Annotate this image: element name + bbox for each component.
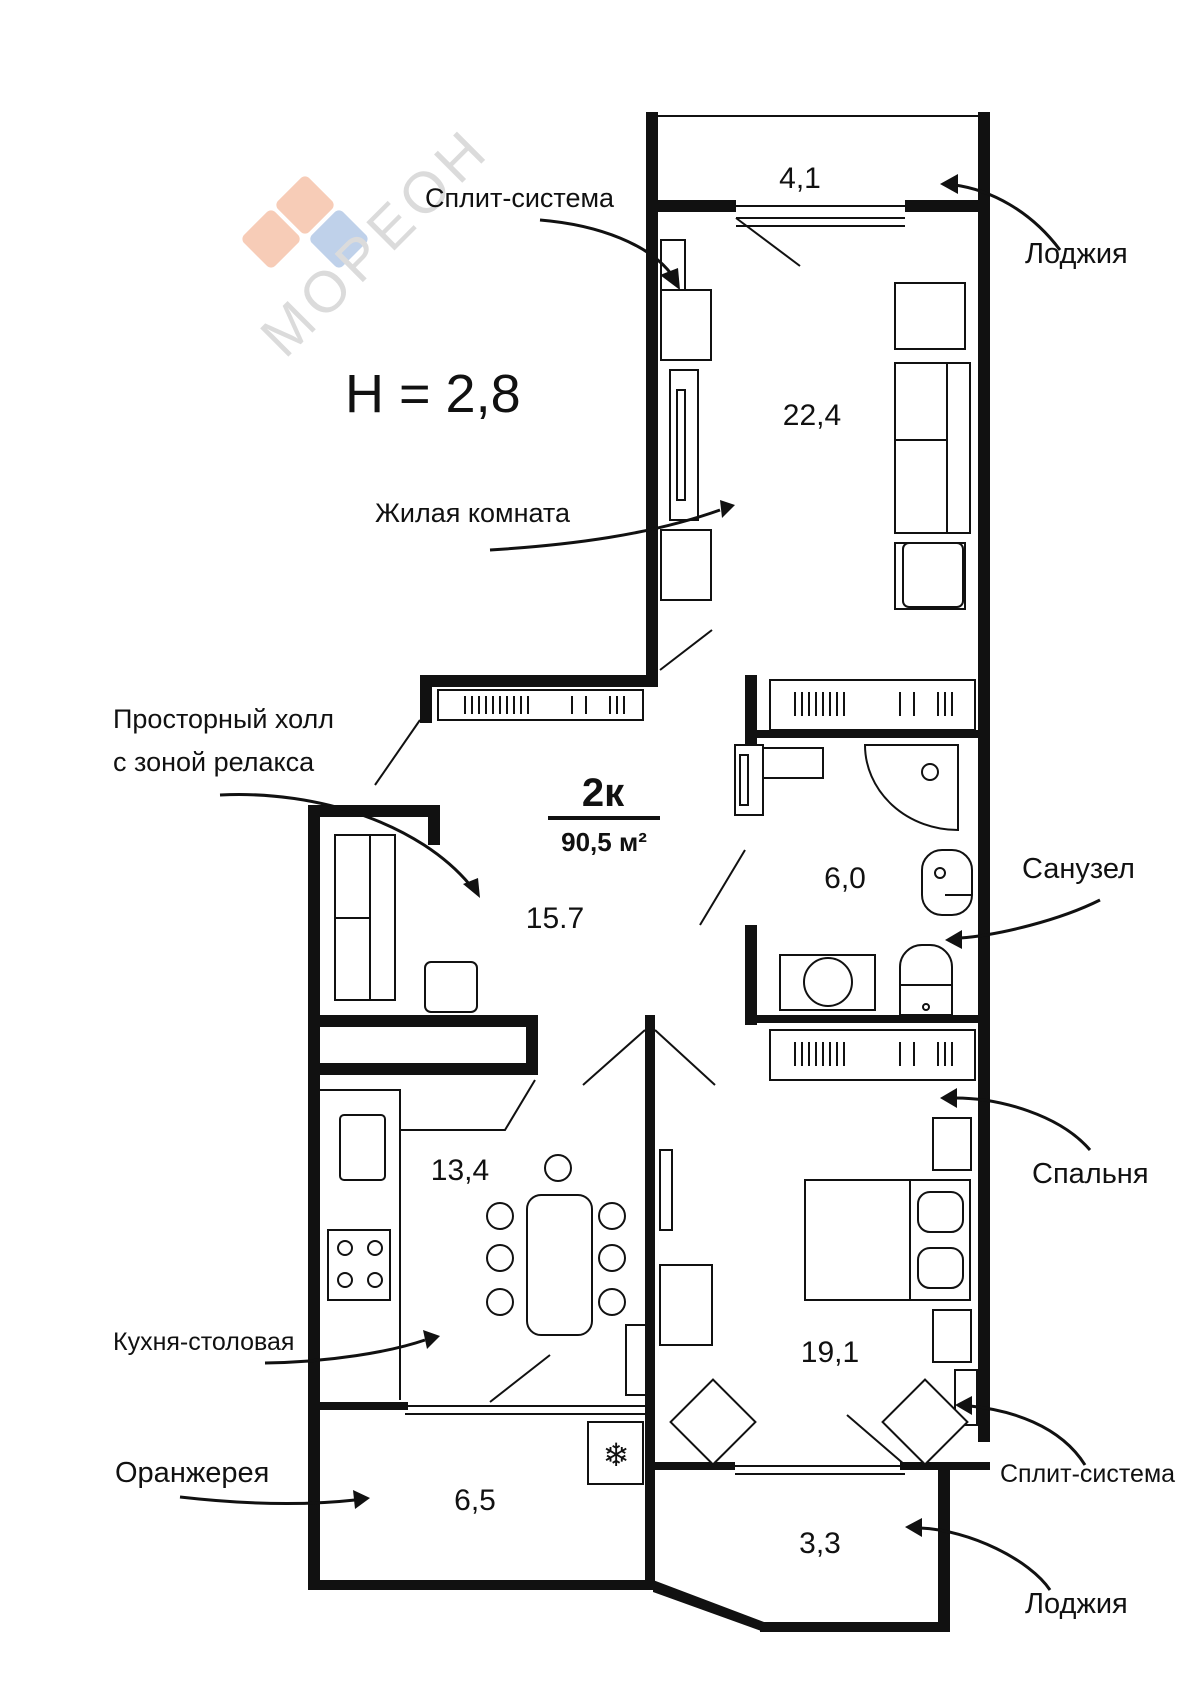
- callout-kitchen: Кухня-столовая: [113, 1328, 294, 1356]
- apartment-area: 90,5 м²: [561, 827, 647, 857]
- hall-furniture: [334, 719, 824, 1086]
- room-area-greenhouse: 6,5: [454, 1484, 496, 1517]
- kitchen-furniture: [320, 1079, 647, 1485]
- room-area-bedroom: 19,1: [801, 1336, 859, 1369]
- watermark: МОРЕОН: [242, 115, 502, 369]
- callout-hall-line2: с зоной релакса: [113, 747, 315, 777]
- callout-hall-line1: Просторный холл: [113, 704, 334, 734]
- room-area-living: 22,4: [783, 399, 841, 432]
- callout-split-bottom: Сплит-система: [1000, 1460, 1175, 1488]
- room-area-hall: 15.7: [526, 902, 584, 935]
- callout-greenhouse: Оранжерея: [115, 1457, 269, 1489]
- ceiling-height: H = 2,8: [345, 364, 521, 424]
- apartment-type: 2к: [582, 771, 625, 815]
- room-area-kitchen: 13,4: [431, 1154, 489, 1187]
- watermark-logo-icon: [242, 176, 368, 268]
- callout-living: Жилая комната: [375, 498, 571, 528]
- callout-bath: Санузел: [1022, 853, 1135, 885]
- walls: [308, 112, 990, 1632]
- callout-loggia-bottom: Лоджия: [1025, 1588, 1128, 1620]
- callout-bedroom: Спальня: [1032, 1158, 1149, 1190]
- loggia-top-outline: [651, 115, 985, 267]
- room-area-loggia-bottom: 3,3: [799, 1527, 841, 1560]
- callout-split-top: Сплит-система: [425, 183, 615, 213]
- living-furniture: [437, 239, 976, 731]
- room-area-loggia-top: 4,1: [779, 162, 821, 195]
- bedroom-furniture: [659, 1117, 978, 1475]
- room-area-bath: 6,0: [824, 862, 866, 895]
- bath-fixtures: [769, 744, 976, 1081]
- callout-loggia-top: Лоджия: [1025, 238, 1128, 270]
- snowflake-icon: ❄: [603, 1436, 630, 1474]
- callout-arrows: [179, 174, 1101, 1591]
